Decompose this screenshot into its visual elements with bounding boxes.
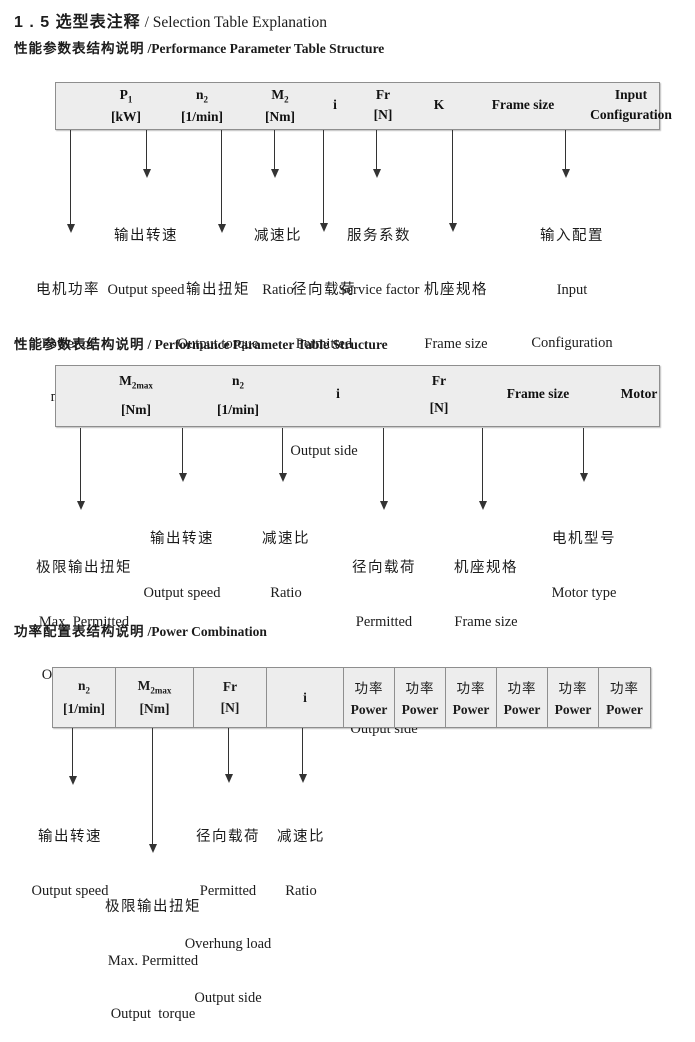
callout-label-output-torque: 输出扭矩 Output torque <box>177 282 259 352</box>
t2-header-frame-size: Frame size <box>506 386 570 401</box>
down-arrow-icon <box>68 728 77 785</box>
t1-header-n2: n2 [1/min] <box>181 87 223 124</box>
down-arrow-icon <box>561 130 570 178</box>
page-title-zh: 1 . 5 选型表注释 <box>14 14 141 31</box>
down-arrow-icon <box>76 428 85 510</box>
section2-heading: 性能参数表结构说明/ Performance Parameter Table S… <box>14 333 388 353</box>
t3-header-power-4: 功率 Power <box>497 668 548 727</box>
down-arrow-icon <box>224 728 233 783</box>
down-arrow-icon <box>448 130 457 232</box>
down-arrow-icon <box>478 428 487 510</box>
down-arrow-icon <box>217 130 226 233</box>
t1-header-k: K <box>433 97 445 112</box>
t3-header-m2max: M2max [Nm] <box>116 668 194 727</box>
callout-label-output-speed: 输出转速 Output speed <box>31 829 109 899</box>
t1-header-p1: P1 [kW] <box>111 87 141 124</box>
power-combination-table: n2 [1/min] M2max [Nm] Fr [N] i 功率 Power … <box>52 667 651 728</box>
down-arrow-icon <box>372 130 381 178</box>
t2-header-fr: Fr [N] <box>429 373 449 415</box>
section3-heading: 功率配置表结构说明/Power Combination <box>14 620 267 640</box>
t3-header-i: i <box>267 668 344 727</box>
page-title-en: / Selection Table Explanation <box>144 14 328 31</box>
t1-header-frame-size: Frame size <box>491 97 555 112</box>
t3-header-power-5: 功率 Power <box>548 668 599 727</box>
t3-header-n2: n2 [1/min] <box>53 668 116 727</box>
down-arrow-icon <box>298 728 307 783</box>
callout-label-motor-type: 电机型号 Motor type <box>551 531 617 601</box>
t2-header-motor: Motor <box>620 386 658 401</box>
callout-label-frame-size: 机座规格 Frame size <box>424 282 488 352</box>
t2-header-n2: n2 [1/min] <box>217 373 259 417</box>
callout-label-ratio: 减速比 Ratio <box>254 228 302 298</box>
down-arrow-icon <box>319 130 328 232</box>
callout-label-frame-size: 机座规格 Frame size <box>454 560 518 630</box>
t1-header-i: i <box>333 97 337 112</box>
down-arrow-icon <box>142 130 151 178</box>
section2-heading-en: / Performance Parameter Table Structure <box>147 337 388 352</box>
t1-header-m2: M2 [Nm] <box>265 87 295 124</box>
callout-label-output-speed: 输出转速 Output speed <box>107 228 185 298</box>
performance-table-1: P1 [kW] n2 [1/min] M2 [Nm] i Fr [N] K Fr… <box>55 82 672 130</box>
section3-heading-en: /Power Combination <box>147 624 267 639</box>
down-arrow-icon <box>278 428 287 482</box>
callout-label-input-configuration: 输入配置 Input Configuration <box>531 228 613 351</box>
down-arrow-icon <box>178 428 187 482</box>
callout-label-output-speed: 输出转速 Output speed <box>143 531 221 601</box>
t1-header-fr: Fr [N] <box>373 87 393 122</box>
down-arrow-icon <box>270 130 279 178</box>
callout-label-ratio: 减速比 Ratio <box>277 829 325 899</box>
t3-header-power-1: 功率 Power <box>344 668 395 727</box>
down-arrow-icon <box>148 728 157 853</box>
t1-header-input-configuration: Input Configuration <box>590 87 672 122</box>
section1-heading-en: /Performance Parameter Table Structure <box>147 41 385 56</box>
down-arrow-icon <box>579 428 588 482</box>
section3-heading-zh: 功率配置表结构说明 <box>14 624 145 639</box>
down-arrow-icon <box>379 428 388 510</box>
performance-table-2: M2max [Nm] n2 [1/min] i Fr [N] Frame siz… <box>55 365 660 427</box>
t3-header-power-2: 功率 Power <box>395 668 446 727</box>
t3-header-power-6: 功率 Power <box>606 681 643 717</box>
section2-heading-zh: 性能参数表结构说明 <box>14 337 145 352</box>
down-arrow-icon <box>66 130 75 233</box>
callout-label-service-factor: 服务系数 Service factor <box>338 228 420 298</box>
section1-heading-zh: 性能参数表结构说明 <box>14 41 145 56</box>
t3-header-fr: Fr [N] <box>194 668 267 727</box>
page-title: 1 . 5 选型表注释/ Selection Table Explanation <box>14 8 327 32</box>
section1-heading: 性能参数表结构说明/Performance Parameter Table St… <box>14 37 384 57</box>
t2-header-m2max: M2max [Nm] <box>119 373 153 417</box>
t3-header-power-3: 功率 Power <box>446 668 497 727</box>
callout-label-ratio: 减速比 Ratio <box>262 531 310 601</box>
callout-label-overhung-load: 径向载荷 Permitted Overhung load Output side <box>184 829 272 1006</box>
t2-header-i: i <box>336 386 340 401</box>
